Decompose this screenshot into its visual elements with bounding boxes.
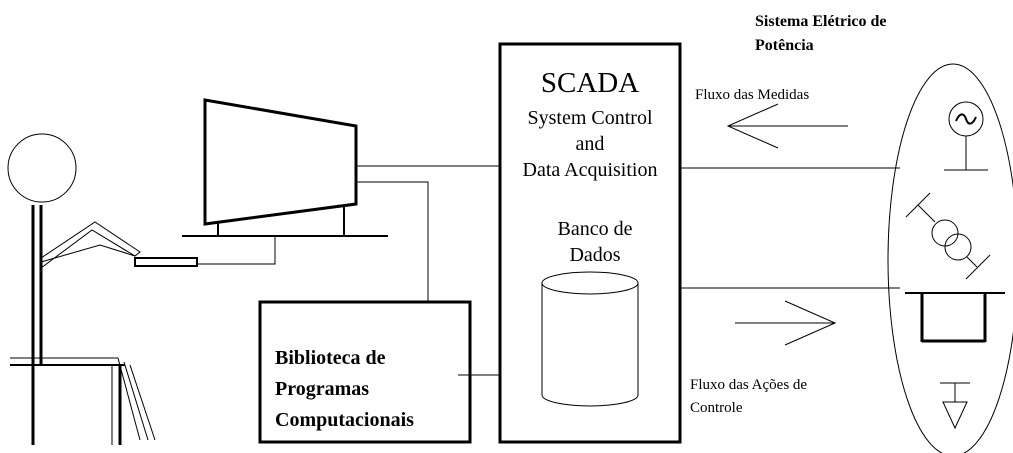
measurement-flow-label: Fluxo das Medidas [695,87,809,103]
program-library-box: Biblioteca de Programas Computacionais [258,300,472,444]
power-system-oval [887,63,1013,453]
scada-subtitle-line3: Data Acquisition [523,159,658,181]
monitor [203,98,358,226]
operator-head [7,133,77,203]
database-label-line2: Dados [569,244,620,266]
library-line3: Computacionais [275,409,414,431]
scada-subtitle-line2: and [576,133,605,155]
keyboard [134,257,198,267]
transmission-line-icon [905,292,1005,343]
load-icon [940,382,970,430]
control-flow-arrow [735,300,837,346]
library-line1: Biblioteca de [275,347,386,369]
control-flow-label-line1: Fluxo das Ações de [690,377,807,393]
scada-box: SCADA System Control and Data Acquisitio… [498,42,682,444]
database-icon [541,271,639,407]
transformer-icon [905,192,991,280]
library-line2: Programas [275,378,369,400]
operator-figure [7,133,156,445]
power-system-title-line2: Potência [755,37,814,54]
generator-icon [944,101,988,171]
control-flow-label-line2: Controle [690,400,743,416]
scada-title: SCADA [541,67,639,99]
power-system-title-line1: Sistema Elétrico de [755,13,887,30]
workstation [134,98,388,267]
measurement-flow-arrow [726,103,848,149]
database-label-line1: Banco de [558,218,633,240]
scada-subtitle-line1: System Control [527,107,652,129]
